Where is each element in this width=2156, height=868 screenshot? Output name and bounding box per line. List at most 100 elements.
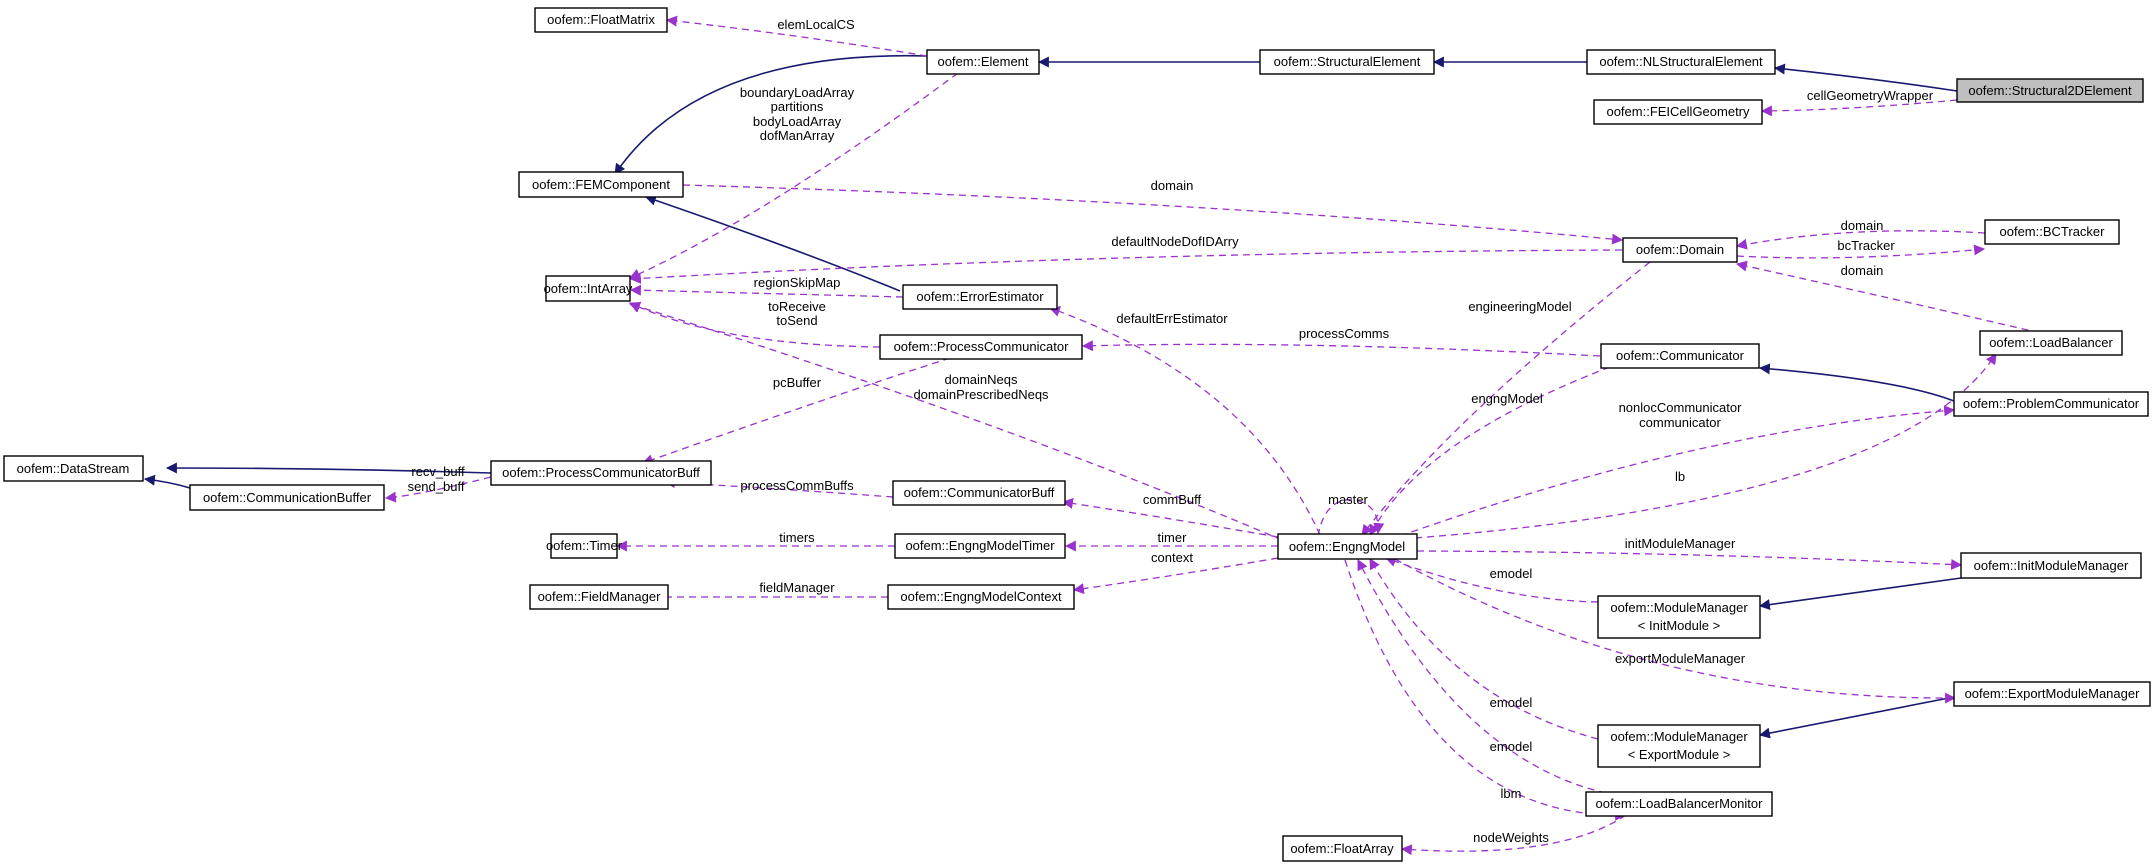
edge-engngmodel-engngmodelcontext [1072,557,1279,595]
edge-label-nodeweights: nodeWeights [1473,830,1549,845]
class-name-loadbalancermonitor: oofem::LoadBalancerMonitor [1596,796,1764,811]
edge-domain-intarray [629,249,1623,284]
class-name-engngmodel: oofem::EngngModel [1289,539,1405,554]
class-node-engngmodelcontext[interactable]: oofem::EngngModelContext [887,584,1075,610]
edge-label-domain-lb: domain [1841,263,1884,278]
class-name-problemcommunicator: oofem::ProblemCommunicator [1963,396,2140,411]
class-node-loadbalancer[interactable]: oofem::LoadBalancer [1979,330,2123,356]
edge-label-domainprescribedneqs: domainPrescribedNeqs [913,387,1049,402]
class-name-initmodulemanager: oofem::InitModuleManager [1974,558,2129,573]
class-name-errorestimator: oofem::ErrorEstimator [916,289,1044,304]
class-node-exportmodulemanager[interactable]: oofem::ExportModuleManager [1953,681,2151,707]
edge-label-lbm: lbm [1501,786,1522,801]
class-node-timer[interactable]: oofem::Timer [546,533,623,559]
edge-initmodulemanager-modulemanager-init [1758,577,1962,611]
class-node-nlstructural[interactable]: oofem::NLStructuralElement [1586,49,1776,75]
class-node-element[interactable]: oofem::Element [926,49,1040,75]
edge-label-context: context [1151,550,1193,565]
usage-edges [384,15,2041,856]
class-node-intarray[interactable]: oofem::IntArray [544,275,633,302]
edge-label-initmodulemanager: initModuleManager [1625,536,1736,551]
class-name-modulemanager-export: oofem::ModuleManager [1610,729,1748,744]
class-node-fieldmanager[interactable]: oofem::FieldManager [529,584,669,610]
edge-engngmodel-communicatorbuff [1061,498,1279,538]
class-name-bctracker: oofem::BCTracker [2000,224,2106,239]
class-node-problemcommunicator[interactable]: oofem::ProblemCommunicator [1953,391,2149,417]
class-node-communicationbuffer[interactable]: oofem::CommunicationBuffer [189,484,385,511]
class-name-processcommunicator: oofem::ProcessCommunicator [894,339,1070,354]
edge-engngmodel-problemcommunicator [1399,405,1956,537]
class-node-processcommunicatorbuff[interactable]: oofem::ProcessCommunicatorBuff [490,460,712,486]
class-name-domain: oofem::Domain [1636,242,1724,257]
class-node-communicator[interactable]: oofem::Communicator [1600,343,1760,369]
class-name-modulemanager-init: oofem::ModuleManager [1610,600,1748,615]
edge-label-emodel-1: emodel [1490,566,1533,581]
edge-label-exportmodulemanager: exportModuleManager [1615,651,1746,666]
class-node-communicatorbuff[interactable]: oofem::CommunicatorBuff [892,480,1066,506]
class-node-structural[interactable]: oofem::StructuralElement [1259,49,1435,75]
edge-label-processcomms: processComms [1299,326,1390,341]
class-node-datastream[interactable]: oofem::DataStream [3,455,144,482]
class-name-intarray: oofem::IntArray [544,281,633,296]
class-node-floatmatrix[interactable]: oofem::FloatMatrix [534,7,668,33]
edge-label-send-buff: send_buff [408,479,465,494]
class-name-engngmodeltimer: oofem::EngngModelTimer [905,538,1055,553]
class-node-modulemanager-export[interactable]: oofem::ModuleManager < ExportModule > [1597,724,1761,768]
class-name-floatarray: oofem::FloatArray [1290,841,1394,856]
edge-label-engineeringmodel: engineeringModel [1468,299,1571,314]
edge-label-cellgeometrywrapper: cellGeometryWrapper [1807,88,1934,103]
edge-label-master: master [1328,492,1368,507]
edge-femcomponent-domain [682,184,1624,245]
edge-engngmodel-errorestimator [1048,306,1321,536]
edge-label-bodyloadarray: bodyLoadArray [753,114,842,129]
edge-loadbalancermonitor-engngmodel [1357,559,1607,794]
class-node-bctracker[interactable]: oofem::BCTracker [1984,219,2120,245]
class-node-floatarray[interactable]: oofem::FloatArray [1282,835,1403,862]
edge-master-self [1317,499,1385,537]
class-name-communicationbuffer: oofem::CommunicationBuffer [203,490,372,505]
class-name-feicellgeometry: oofem::FEICellGeometry [1606,104,1750,119]
class-node-engngmodel[interactable]: oofem::EngngModel [1277,533,1418,560]
edge-label-commbuff: commBuff [1143,492,1202,507]
class-template-modulemanager-export: < ExportModule > [1628,747,1731,762]
edge-label-bctracker: bcTracker [1837,238,1895,253]
edge-domain-bctracker [1736,244,1986,259]
class-name-timer: oofem::Timer [546,538,623,553]
class-node-initmodulemanager[interactable]: oofem::InitModuleManager [1960,552,2142,579]
class-node-loadbalancermonitor[interactable]: oofem::LoadBalancerMonitor [1585,791,1773,817]
edge-label-processcommbuffs: processCommBuffs [740,478,854,493]
edge-label-domainneqs: domainNeqs [945,372,1018,387]
class-name-datastream: oofem::DataStream [17,461,130,476]
edge-label-nonloccommunicator: nonlocCommunicator [1619,400,1743,415]
class-node-engngmodeltimer[interactable]: oofem::EngngModelTimer [894,533,1066,559]
class-name-exportmodulemanager: oofem::ExportModuleManager [1965,686,2141,701]
class-node-modulemanager-init[interactable]: oofem::ModuleManager < InitModule > [1597,595,1761,639]
class-name-structural2d: oofem::Structural2DElement [1968,83,2132,98]
edge-label-domain-top: domain [1151,178,1194,193]
edge-errorestimator-intarray [629,284,904,298]
class-node-processcommunicator[interactable]: oofem::ProcessCommunicator [879,334,1083,360]
edge-engngmodel-loadbalancer [1414,353,1997,539]
edge-label-timers: timers [779,530,815,545]
edge-label-engngmodel: engngModel [1471,391,1543,406]
edge-element-femcomponent [614,54,928,175]
edge-label-recv-buff: recv_buff [411,464,465,479]
class-node-feicellgeometry[interactable]: oofem::FEICellGeometry [1593,99,1763,125]
edge-label-lb: lb [1675,469,1685,484]
edge-label-boundaryloadarray: boundaryLoadArray [740,85,855,100]
edge-elemlocalcs [665,15,928,57]
class-name-femcomponent: oofem::FEMComponent [532,177,670,192]
class-node-domain[interactable]: oofem::Domain [1622,237,1738,263]
class-name-engngmodelcontext: oofem::EngngModelContext [900,589,1062,604]
class-node-structural2d[interactable]: oofem::Structural2DElement [1956,78,2144,103]
class-node-errorestimator[interactable]: oofem::ErrorEstimator [902,284,1058,310]
class-name-structural: oofem::StructuralElement [1274,54,1421,69]
edge-label-emodel-2: emodel [1490,695,1533,710]
inheritance-edges [143,54,1962,739]
edge-processcommunicator-intarray [629,302,881,348]
class-name-loadbalancer: oofem::LoadBalancer [1989,335,2113,350]
class-node-femcomponent[interactable]: oofem::FEMComponent [518,171,684,198]
edge-labels: elemLocalCS boundaryLoadArray partitions… [408,17,1934,845]
edge-engngmodel-initmodulemanager [1416,550,1963,571]
